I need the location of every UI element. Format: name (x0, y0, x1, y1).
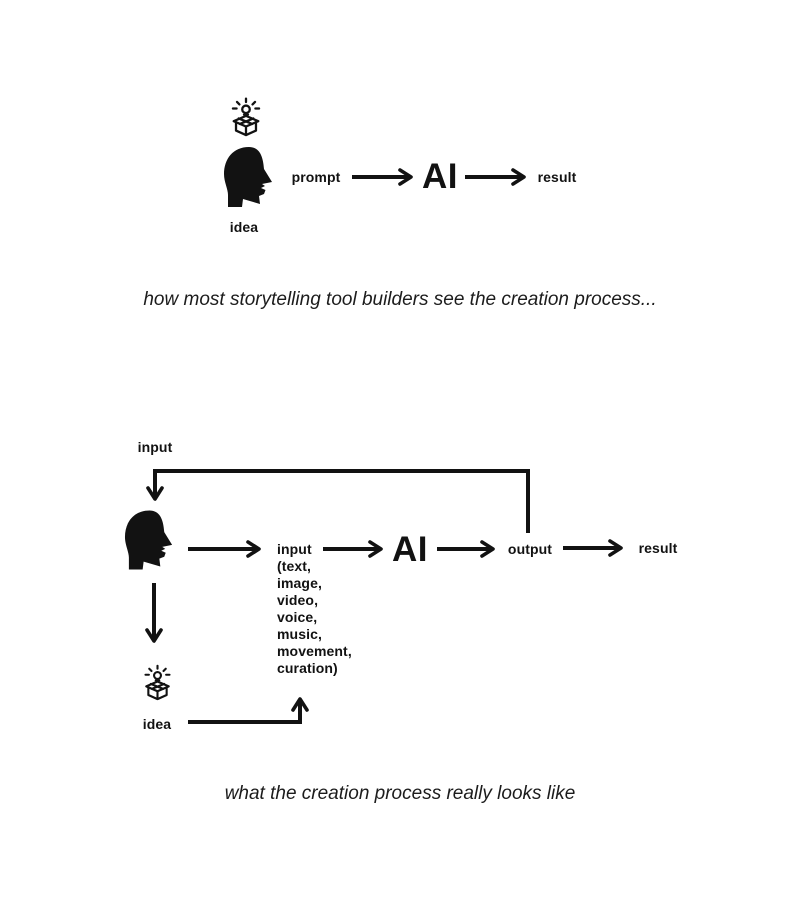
feedback-line-idea-to-input (188, 697, 309, 724)
bottom-input-modalities-label: input (text, image, video, voice, music,… (277, 541, 352, 676)
bottom-idea-label: idea (142, 716, 172, 732)
bottom-loop-input-label: input (137, 439, 173, 455)
top-result-label: result (537, 169, 577, 185)
top-caption: how most storytelling tool builders see … (143, 289, 657, 310)
creator-head-icon (124, 510, 173, 570)
top-idea-label: idea (229, 219, 259, 235)
top-ai-label: AI (422, 157, 458, 196)
creator-head-icon (224, 147, 272, 207)
bottom-ai-label: AI (392, 530, 428, 569)
bottom-output-label: output (507, 541, 553, 557)
feedback-loop-output-to-creator (146, 469, 530, 533)
idea-box-icon (231, 97, 261, 137)
top-prompt-label: prompt (291, 169, 341, 185)
idea-box-icon (144, 664, 171, 701)
bottom-caption: what the creation process really looks l… (224, 783, 576, 804)
bottom-result-label: result (638, 540, 678, 556)
